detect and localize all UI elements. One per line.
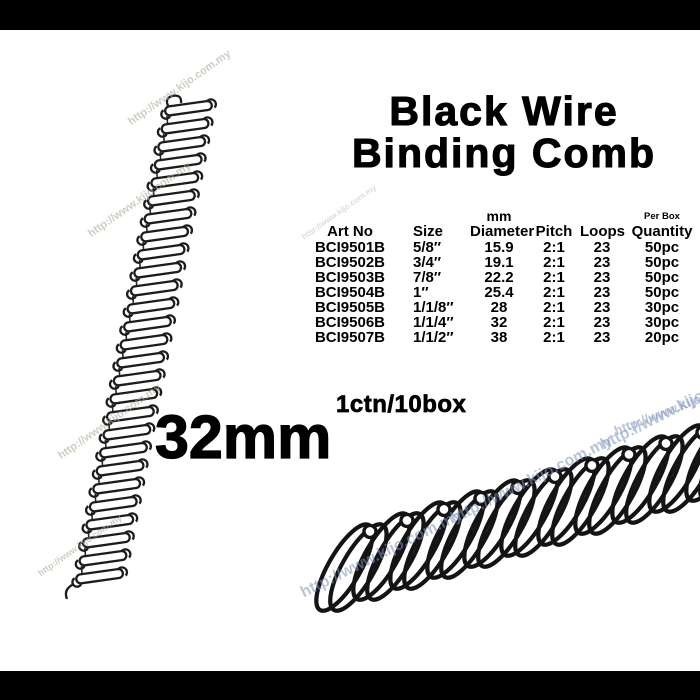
art-no-cell: BCI9502B	[314, 254, 386, 271]
diameter-cell: 28	[490, 299, 508, 316]
spec-row: BCI9505B 1/1/8″ 28 2:1 23 30pc	[290, 300, 700, 315]
loops-cell: 23	[593, 269, 611, 286]
pitch-cell: 2:1	[543, 239, 565, 256]
pitch-cell: 2:1	[543, 329, 565, 346]
pitch-cell: 2:1	[543, 314, 565, 331]
spec-row: BCI9503B 7/8″ 22.2 2:1 23 50pc	[290, 270, 700, 285]
header-loops: Loops	[580, 223, 625, 240]
header-per-box: Per Box	[644, 211, 680, 222]
art-no-cell: BCI9503B	[314, 269, 386, 286]
pitch-cell: 2:1	[543, 284, 565, 301]
diameter-cell: 19.1	[484, 254, 514, 271]
header-quantity: Quantity	[631, 223, 693, 240]
qty-cell: 50pc	[644, 269, 680, 286]
top-letterbox-bar	[0, 0, 700, 30]
header-diameter: Diameter	[470, 223, 535, 240]
size-cell: 1/1/2″	[413, 329, 454, 346]
diameter-cell: 38	[490, 329, 508, 346]
qty-cell: 20pc	[644, 329, 680, 346]
product-title: Black Wire Binding Comb	[254, 88, 700, 176]
pitch-cell: 2:1	[543, 299, 565, 316]
loops-cell: 23	[593, 329, 611, 346]
loops-cell: 23	[593, 299, 611, 316]
qty-cell: 50pc	[644, 254, 680, 271]
header-size: Size	[413, 223, 444, 240]
art-no-cell: BCI9507B	[314, 329, 386, 346]
loops-cell: 23	[593, 284, 611, 301]
product-title-line1: Black Wire	[389, 88, 619, 134]
size-label: 32mm	[154, 403, 332, 471]
art-no-cell: BCI9505B	[314, 299, 386, 316]
size-cell: 1″	[413, 284, 429, 301]
size-cell: 5/8″	[413, 239, 442, 256]
spec-table-header-topline: mm Per Box	[290, 208, 700, 224]
art-no-cell: BCI9506B	[314, 314, 386, 331]
size-cell: 1/1/4″	[413, 314, 454, 331]
bottom-letterbox-bar	[0, 671, 700, 700]
header-pitch: Pitch	[535, 223, 573, 240]
header-art-no: Art No	[327, 223, 373, 240]
diameter-cell: 32	[490, 314, 508, 331]
qty-cell: 50pc	[644, 284, 680, 301]
carton-note: 1ctn/10box	[336, 391, 467, 419]
product-title-line2: Binding Comb	[351, 130, 657, 176]
spec-table-body: BCI9501B 5/8″ 15.9 2:1 23 50pc BCI9502B …	[290, 240, 700, 345]
header-mm: mm	[486, 208, 512, 224]
spec-table-header: Art No Size Diameter Pitch Loops Quantit…	[290, 223, 700, 240]
spec-row: BCI9502B 3/4″ 19.1 2:1 23 50pc	[290, 255, 700, 270]
qty-cell: 50pc	[644, 239, 680, 256]
loops-cell: 23	[593, 254, 611, 271]
spec-row: BCI9504B 1″ 25.4 2:1 23 50pc	[290, 285, 700, 300]
qty-cell: 30pc	[644, 314, 680, 331]
size-cell: 3/4″	[413, 254, 442, 271]
qty-cell: 30pc	[644, 299, 680, 316]
size-cell: 1/1/8″	[413, 299, 454, 316]
spec-table: mm Per Box Art No Size Diameter Pitch Lo…	[290, 208, 700, 345]
spec-row: BCI9507B 1/1/2″ 38 2:1 23 20pc	[290, 330, 700, 345]
diameter-cell: 15.9	[484, 239, 514, 256]
loops-cell: 23	[593, 314, 611, 331]
spec-row: BCI9506B 1/1/4″ 32 2:1 23 30pc	[290, 315, 700, 330]
pitch-cell: 2:1	[543, 269, 565, 286]
closed-wire-comb-image	[314, 412, 700, 613]
art-no-cell: BCI9504B	[314, 284, 386, 301]
diameter-cell: 22.2	[484, 269, 514, 286]
loops-cell: 23	[593, 239, 611, 256]
diameter-cell: 25.4	[484, 284, 514, 301]
size-cell: 7/8″	[413, 269, 442, 286]
spec-row: BCI9501B 5/8″ 15.9 2:1 23 50pc	[290, 240, 700, 255]
art-no-cell: BCI9501B	[314, 239, 386, 256]
open-wire-comb-image	[64, 94, 218, 600]
pitch-cell: 2:1	[543, 254, 565, 271]
